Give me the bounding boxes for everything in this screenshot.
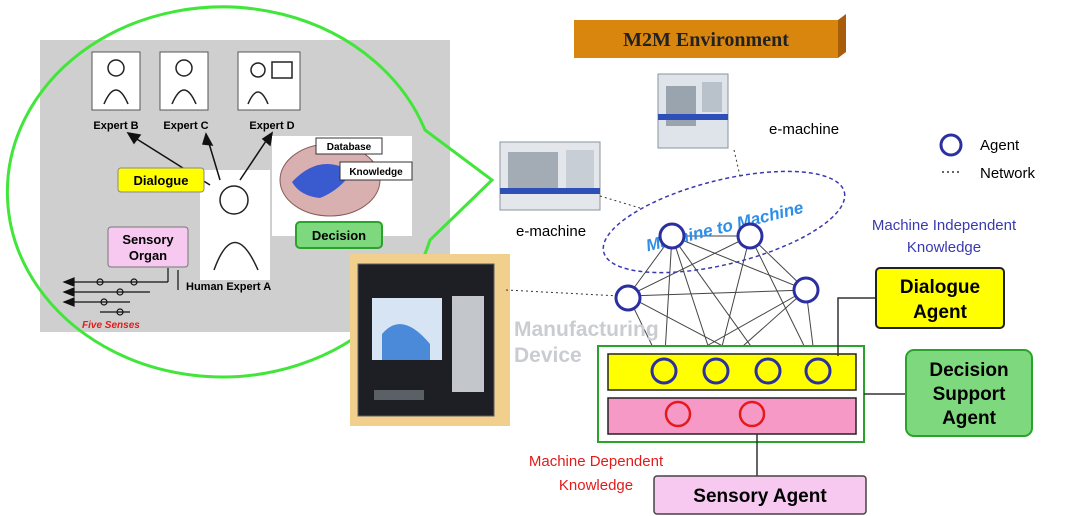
knowledge-label: Knowledge xyxy=(349,167,403,178)
brain-icon xyxy=(272,136,412,236)
mik-label-1: Machine Independent xyxy=(872,217,1017,234)
legend-agent-icon xyxy=(939,133,963,157)
mdk-label-2: Knowledge xyxy=(559,477,633,494)
sensory-agent-box xyxy=(653,475,867,515)
agent-node xyxy=(792,276,820,304)
e-machine-left-icon xyxy=(499,141,601,211)
legend: Agent Network xyxy=(939,133,1036,182)
manufacturing-label-1: Manufacturing xyxy=(514,318,659,341)
title: M2M Environment xyxy=(623,29,789,51)
five-senses-label: Five Senses xyxy=(82,320,140,331)
agent-node xyxy=(754,357,782,385)
sensory-agent-label: Sensory Agent xyxy=(693,486,827,507)
title-box xyxy=(574,20,838,58)
legend-network-label: Network xyxy=(980,165,1036,182)
decision-agent-label-3: Agent xyxy=(942,408,997,429)
expert-c-label: Expert C xyxy=(163,120,208,132)
mdk-label-1: Machine Dependent xyxy=(529,453,664,470)
agent-node xyxy=(804,357,832,385)
expert-arrows xyxy=(126,131,274,186)
manufacturing-device-icon xyxy=(350,254,510,426)
decision-support-agent-box xyxy=(905,349,1033,437)
dialogue-agent-box xyxy=(875,267,1005,329)
database-label: Database xyxy=(327,142,372,153)
agent-node xyxy=(702,357,730,385)
agent-node xyxy=(614,284,642,312)
e-machine-top-icon xyxy=(657,73,729,149)
network-dotted-links xyxy=(505,149,741,297)
expert-b-label: Expert B xyxy=(93,120,138,132)
decision-agent-label-1: Decision xyxy=(929,360,1008,381)
agents-yellow-layer xyxy=(650,357,832,385)
agent-connectors xyxy=(756,297,906,476)
dialogue-agent-label-2: Agent xyxy=(913,302,968,323)
knowledge-box xyxy=(339,161,413,181)
mik-label-2: Knowledge xyxy=(907,239,981,256)
agent-node xyxy=(736,222,764,250)
title-block: M2M Environment xyxy=(574,14,846,58)
e-machine-left-label: e-machine xyxy=(516,223,586,240)
sensory-organ-box xyxy=(107,226,189,268)
human-expert-a-label: Human Expert A xyxy=(186,281,271,293)
agents-red xyxy=(664,400,766,428)
e-machine-top-label: e-machine xyxy=(769,121,839,138)
legend-agent-label: Agent xyxy=(980,137,1020,154)
manufacturing-label-2: Device xyxy=(514,344,582,367)
sensory-organ-label-1: Sensory xyxy=(122,232,174,247)
decision-agent-label-2: Support xyxy=(933,384,1006,405)
agent-node-red xyxy=(664,400,692,428)
sensory-organ-label-2: Organ xyxy=(129,248,167,263)
decision-label: Decision xyxy=(312,228,366,243)
speech-bubble-outline xyxy=(5,5,495,379)
dialogue-box xyxy=(117,167,205,193)
five-senses-icon xyxy=(62,268,179,316)
expert-c-figure-icon xyxy=(159,51,209,111)
agents-blue xyxy=(614,222,820,312)
agent-node-red xyxy=(738,400,766,428)
m2m-ellipse xyxy=(602,170,846,274)
manufacturing-device-label: Manufacturing Device xyxy=(514,318,659,367)
decision-box xyxy=(295,221,383,249)
dialogue-agent-label-1: Dialogue xyxy=(900,277,980,298)
agent-node xyxy=(650,357,678,385)
human-expert-panel: Expert B Expert C Expert D Database Know… xyxy=(5,5,495,379)
dependent-knowledge-layer xyxy=(607,397,857,435)
agent-node xyxy=(658,222,686,250)
expert-d-figure-icon xyxy=(237,51,301,111)
human-expert-a-figure-icon xyxy=(200,170,270,280)
dialogue-label: Dialogue xyxy=(134,173,189,188)
expert-d-label: Expert D xyxy=(249,120,294,132)
expert-b-figure-icon xyxy=(91,51,141,111)
database-box xyxy=(315,137,383,155)
